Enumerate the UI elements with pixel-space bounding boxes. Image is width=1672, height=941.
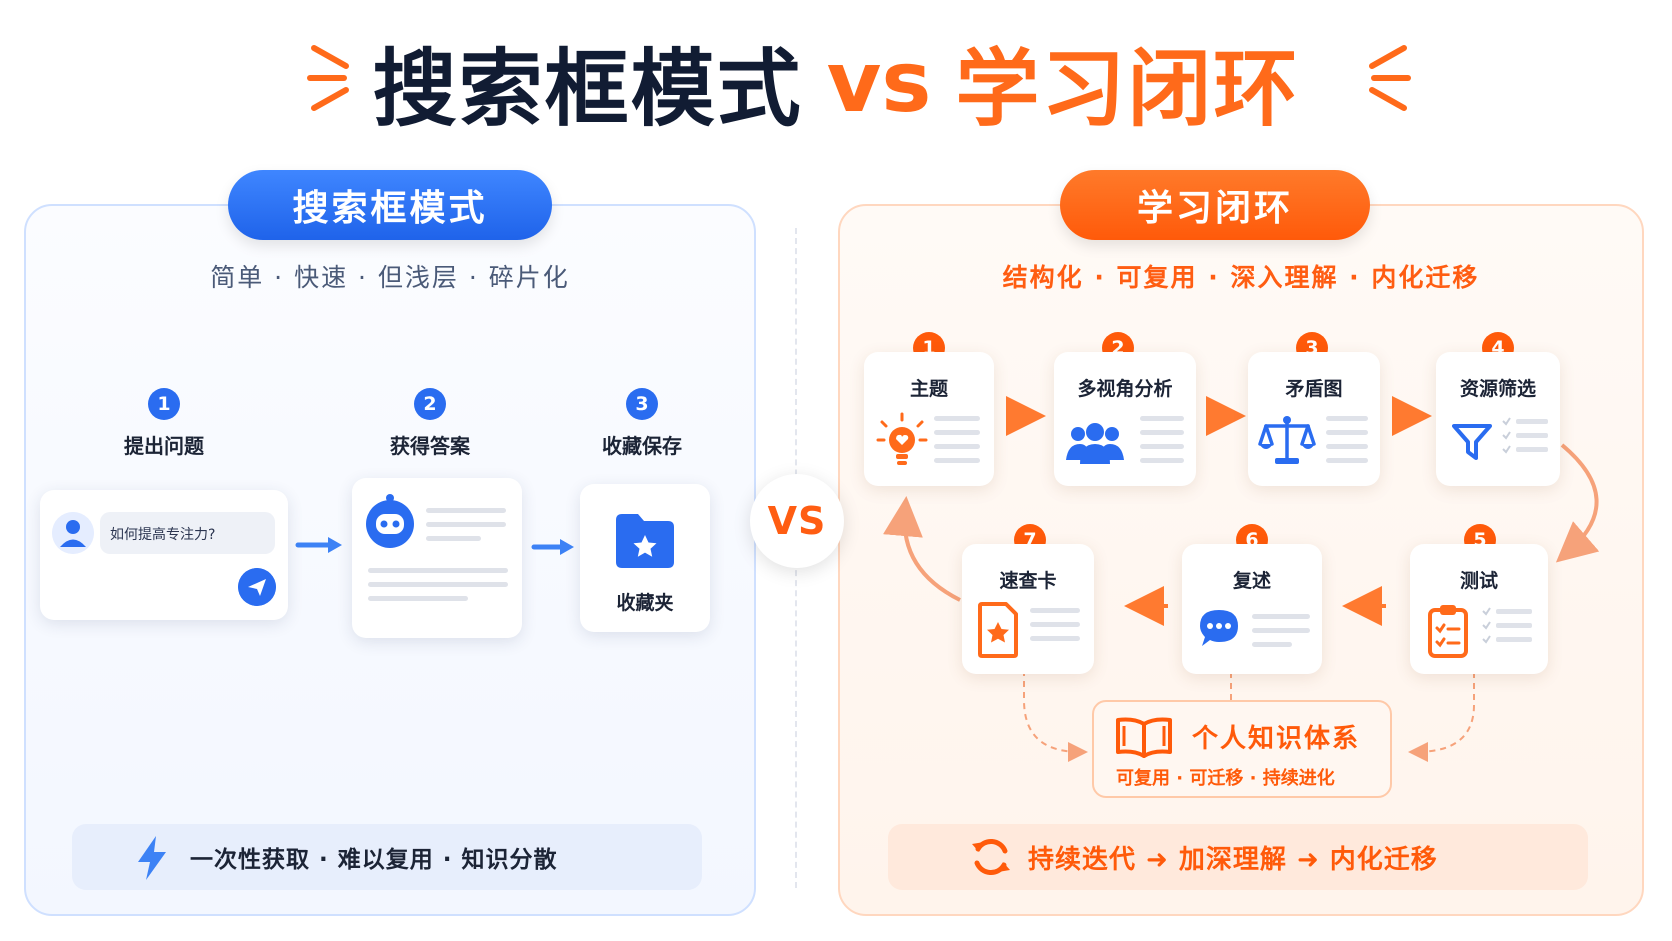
title-left: 搜索框模式 — [372, 39, 803, 138]
left-step-1-label: 提出问题 — [124, 434, 204, 458]
main-title: 搜索框模式 vs 学习闭环 — [0, 33, 1672, 138]
burst-right-icon — [1369, 45, 1411, 111]
right-summary-bar: 持续迭代 ➜ 加深理解 ➜ 内化迁移 — [888, 824, 1588, 890]
burst-left-icon — [307, 45, 349, 111]
robot-icon — [366, 494, 414, 548]
right-step-2-card: 多视角分析 — [1054, 352, 1196, 486]
answer-text-lines — [426, 508, 506, 550]
left-step-1-number: 1 — [148, 388, 180, 420]
step-3-lines — [1326, 416, 1368, 472]
clipboard-icon — [1428, 605, 1468, 658]
step-6-lines — [1252, 614, 1310, 656]
user-avatar-icon — [52, 512, 94, 554]
arrow-4-5 — [1555, 443, 1600, 563]
left-step-2-number: 2 — [414, 388, 446, 420]
right-step-5-label: 测试 — [1459, 570, 1498, 592]
arrow-right-icon-2 — [531, 539, 574, 555]
lightning-icon — [138, 836, 166, 880]
knowledge-system-subtitle: 可复用 · 可迁移 · 持续进化 — [1116, 768, 1335, 789]
folder-star-icon — [616, 514, 674, 568]
answer-text-lines-2 — [368, 568, 508, 610]
knowledge-system-title: 个人知识体系 — [1192, 724, 1361, 754]
right-step-1-card: 主题 — [864, 352, 994, 486]
favorites-card: 收藏夹 — [580, 484, 710, 632]
right-step-5-card: 测试 — [1410, 544, 1548, 674]
right-step-3-label: 矛盾图 — [1285, 378, 1343, 400]
answer-card — [352, 478, 522, 638]
refresh-cycle-icon — [972, 838, 1010, 876]
left-subtitle: 简单 · 快速 · 但浅层 · 碎片化 — [210, 263, 570, 292]
right-summary-text: 持续迭代 ➜ 加深理解 ➜ 内化迁移 — [1028, 844, 1438, 875]
lightbulb-icon — [876, 412, 928, 465]
question-card: 如何提高专注力? — [40, 490, 288, 620]
right-step-4-card: 资源筛选 — [1436, 352, 1560, 486]
open-book-icon — [1116, 717, 1172, 758]
funnel-icon — [1452, 424, 1492, 460]
checklist-icon-2 — [1482, 607, 1532, 644]
left-step-2-label: 获得答案 — [390, 434, 470, 458]
people-icon — [1066, 423, 1124, 464]
question-input[interactable]: 如何提高专注力? — [100, 512, 275, 554]
arrow-right-icon — [295, 537, 342, 553]
left-summary-text: 一次性获取 · 难以复用 · 知识分散 — [190, 847, 558, 873]
right-step-2-label: 多视角分析 — [1077, 378, 1173, 400]
title-vs: vs — [826, 33, 932, 131]
title-right: 学习闭环 — [955, 39, 1300, 138]
right-step-3-card: 矛盾图 — [1248, 352, 1380, 486]
right-step-1-label: 主题 — [909, 378, 948, 400]
right-step-6-card: 复述 — [1182, 544, 1322, 674]
right-step-4-label: 资源筛选 — [1459, 378, 1536, 400]
chat-bubble-icon — [1200, 610, 1238, 646]
left-panel-header: 搜索框模式 — [228, 170, 552, 240]
right-step-6-label: 复述 — [1232, 570, 1271, 592]
right-step-7-card: 速查卡 — [962, 544, 1094, 674]
left-step-3-number: 3 — [626, 388, 658, 420]
step-1-lines — [934, 416, 980, 472]
dashed-link-5 — [1408, 672, 1475, 762]
scale-icon — [1258, 416, 1316, 464]
knowledge-system-box: 个人知识体系 可复用 · 可迁移 · 持续进化 — [1092, 700, 1392, 798]
left-step-3-label: 收藏保存 — [602, 434, 682, 458]
folder-label: 收藏夹 — [616, 592, 674, 614]
vs-badge: VS — [750, 474, 844, 568]
checklist-icon — [1502, 417, 1548, 454]
step-2-lines — [1140, 416, 1184, 472]
right-step-7-label: 速查卡 — [999, 570, 1057, 592]
star-card-icon — [978, 602, 1018, 658]
right-panel-header: 学习闭环 — [1060, 170, 1370, 240]
right-subtitle: 结构化 · 可复用 · 深入理解 · 内化迁移 — [1002, 263, 1480, 292]
arrow-7-1 — [883, 496, 961, 602]
dashed-link-7 — [1023, 670, 1088, 762]
send-icon[interactable] — [238, 568, 276, 606]
step-7-lines — [1030, 608, 1080, 650]
left-summary-bar: 一次性获取 · 难以复用 · 知识分散 — [72, 824, 702, 890]
